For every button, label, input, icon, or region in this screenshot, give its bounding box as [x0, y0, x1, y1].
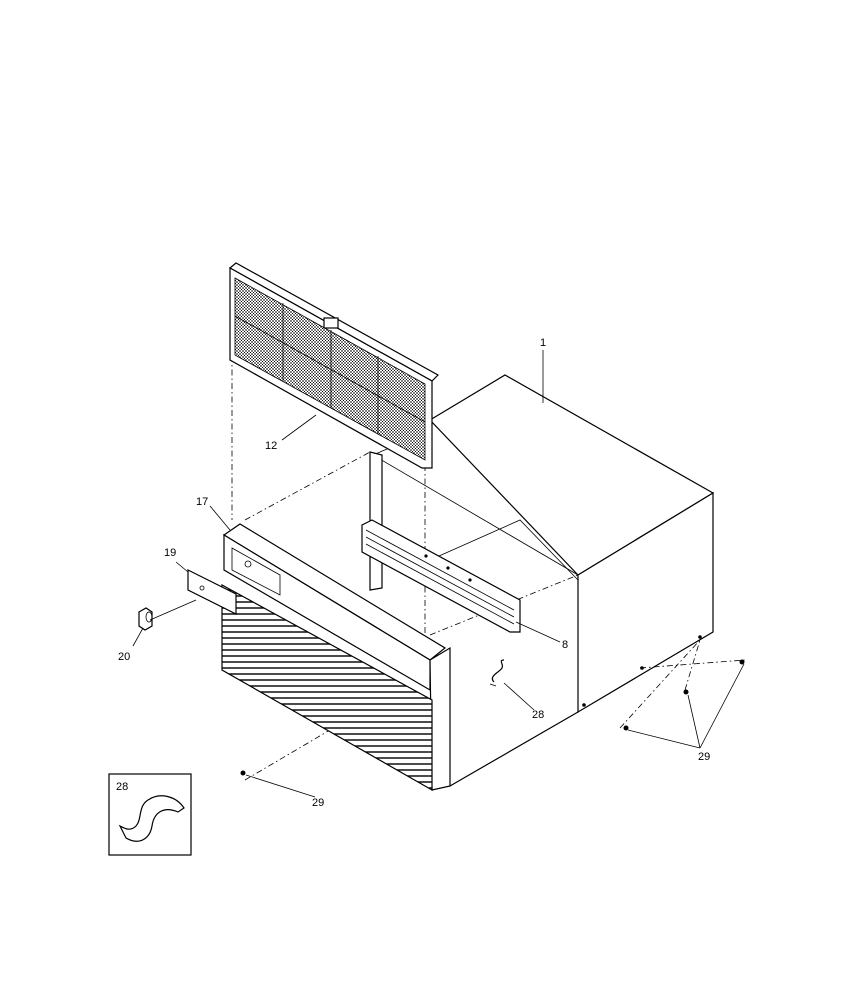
- inset-box: [108, 773, 192, 856]
- clip-small: [489, 659, 505, 687]
- callout-knob: 20: [118, 651, 130, 663]
- screws: [240, 635, 745, 776]
- callout-inset-clip: 28: [116, 781, 128, 793]
- leader-lines: [132, 350, 745, 798]
- callout-clip: 28: [532, 709, 544, 721]
- callout-nameplate: 19: [164, 547, 176, 559]
- front-grille-panel: [221, 523, 451, 792]
- control-knob: [138, 607, 153, 631]
- callout-screws-right: 29: [698, 751, 710, 763]
- air-filter: [228, 262, 439, 469]
- callout-cabinet: 1: [540, 337, 546, 349]
- callout-filter: 12: [265, 440, 277, 452]
- callout-front-panel: 17: [196, 496, 208, 508]
- rail-bracket: [361, 519, 521, 633]
- callout-rail: 8: [562, 639, 568, 651]
- nameplate: [187, 569, 237, 615]
- callout-screw-front: 29: [312, 797, 324, 809]
